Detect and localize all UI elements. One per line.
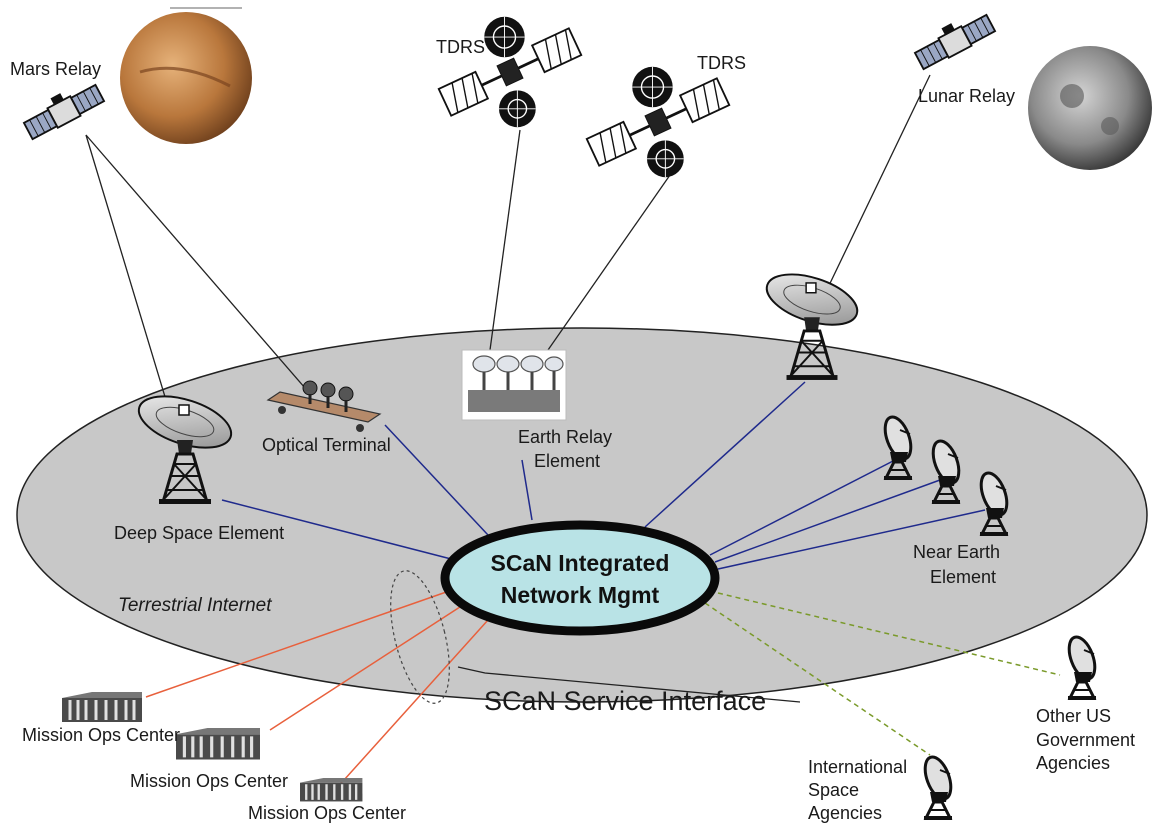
mars-valley bbox=[139, 66, 231, 88]
optical-terminal-label: Optical Terminal bbox=[262, 435, 391, 455]
international-link bbox=[704, 602, 931, 756]
lunar-relay-satellite-icon bbox=[909, 5, 997, 72]
moon-crater bbox=[1101, 117, 1119, 135]
hub-title-line1: SCaN Integrated bbox=[491, 550, 670, 576]
mission-ops-link-1 bbox=[145, 589, 453, 698]
other-us-link bbox=[717, 592, 1061, 676]
tdrs2-to-earth-relay-link bbox=[547, 174, 671, 351]
deep-space-link bbox=[221, 499, 456, 561]
space-links bbox=[85, 74, 931, 421]
mars-relay-label: Mars Relay bbox=[10, 59, 101, 79]
optical-terminal-icon bbox=[266, 380, 382, 432]
international-antenna-icon bbox=[918, 752, 958, 822]
mission-ops-building-2-icon bbox=[174, 726, 262, 762]
service-interface-ring bbox=[390, 570, 450, 704]
mars-to-deep-space-link bbox=[85, 134, 173, 421]
other-us-label-line1: Other US bbox=[1036, 706, 1111, 726]
mars-relay-satellite-icon bbox=[18, 75, 106, 142]
mission-ops-links bbox=[145, 589, 489, 791]
near-earth-link-1 bbox=[709, 459, 896, 556]
tdrs-1-label: TDRS bbox=[436, 37, 485, 57]
other-us-label-line2: Government bbox=[1036, 730, 1135, 750]
mission-ops-building-3-icon bbox=[298, 776, 364, 803]
near-earth-link-3 bbox=[717, 509, 986, 570]
international-label-line2: Space bbox=[808, 780, 859, 800]
service-interface-pointer bbox=[457, 666, 801, 703]
agency-links bbox=[704, 592, 1061, 756]
lunar-to-antenna-link bbox=[821, 74, 931, 301]
mission-ops-label-2: Mission Ops Center bbox=[130, 771, 288, 791]
lunar-relay-label: Lunar Relay bbox=[918, 86, 1015, 106]
moon bbox=[1028, 46, 1152, 170]
deep-space-element-label: Deep Space Element bbox=[114, 523, 284, 543]
earth-relay-label-line1: Earth Relay bbox=[518, 427, 612, 447]
tdrs-2-label: TDRS bbox=[697, 53, 746, 73]
tdrs-satellite-2-icon bbox=[585, 65, 731, 179]
terrestrial-internet-label: Terrestrial Internet bbox=[118, 595, 272, 616]
network-ellipse bbox=[16, 327, 1148, 703]
service-interface-label: SCaN Service Interface bbox=[484, 686, 766, 716]
hub-title-line2: Network Mgmt bbox=[501, 582, 660, 608]
lunar-antenna-link bbox=[644, 381, 806, 528]
other-us-antenna-icon bbox=[1062, 632, 1102, 702]
mission-ops-link-2 bbox=[269, 604, 464, 731]
near-earth-label-line2: Element bbox=[930, 567, 996, 587]
ground-links bbox=[221, 381, 986, 570]
near-earth-label-line1: Near Earth bbox=[913, 542, 1000, 562]
mission-ops-label-3: Mission Ops Center bbox=[248, 803, 406, 823]
mars-to-optical-link bbox=[85, 134, 306, 389]
mars-planet bbox=[120, 12, 252, 144]
international-label-line1: International bbox=[808, 757, 907, 777]
tdrs1-to-earth-relay-link bbox=[489, 129, 521, 351]
other-us-label-line3: Agencies bbox=[1036, 753, 1110, 773]
mission-ops-building-1-icon bbox=[60, 690, 144, 724]
moon-crater bbox=[1060, 84, 1084, 108]
optical-link bbox=[384, 424, 489, 536]
tdrs-satellite-1-icon bbox=[437, 15, 583, 129]
mission-ops-link-3 bbox=[334, 619, 489, 791]
earth-relay-element-icon bbox=[461, 349, 567, 421]
international-label-line3: Agencies bbox=[808, 803, 882, 823]
earth-relay-link bbox=[521, 459, 533, 521]
mission-ops-label-1: Mission Ops Center bbox=[22, 725, 180, 745]
earth-relay-label-line2: Element bbox=[534, 451, 600, 471]
near-earth-link-2 bbox=[714, 479, 941, 563]
network-management-hub bbox=[440, 520, 720, 636]
